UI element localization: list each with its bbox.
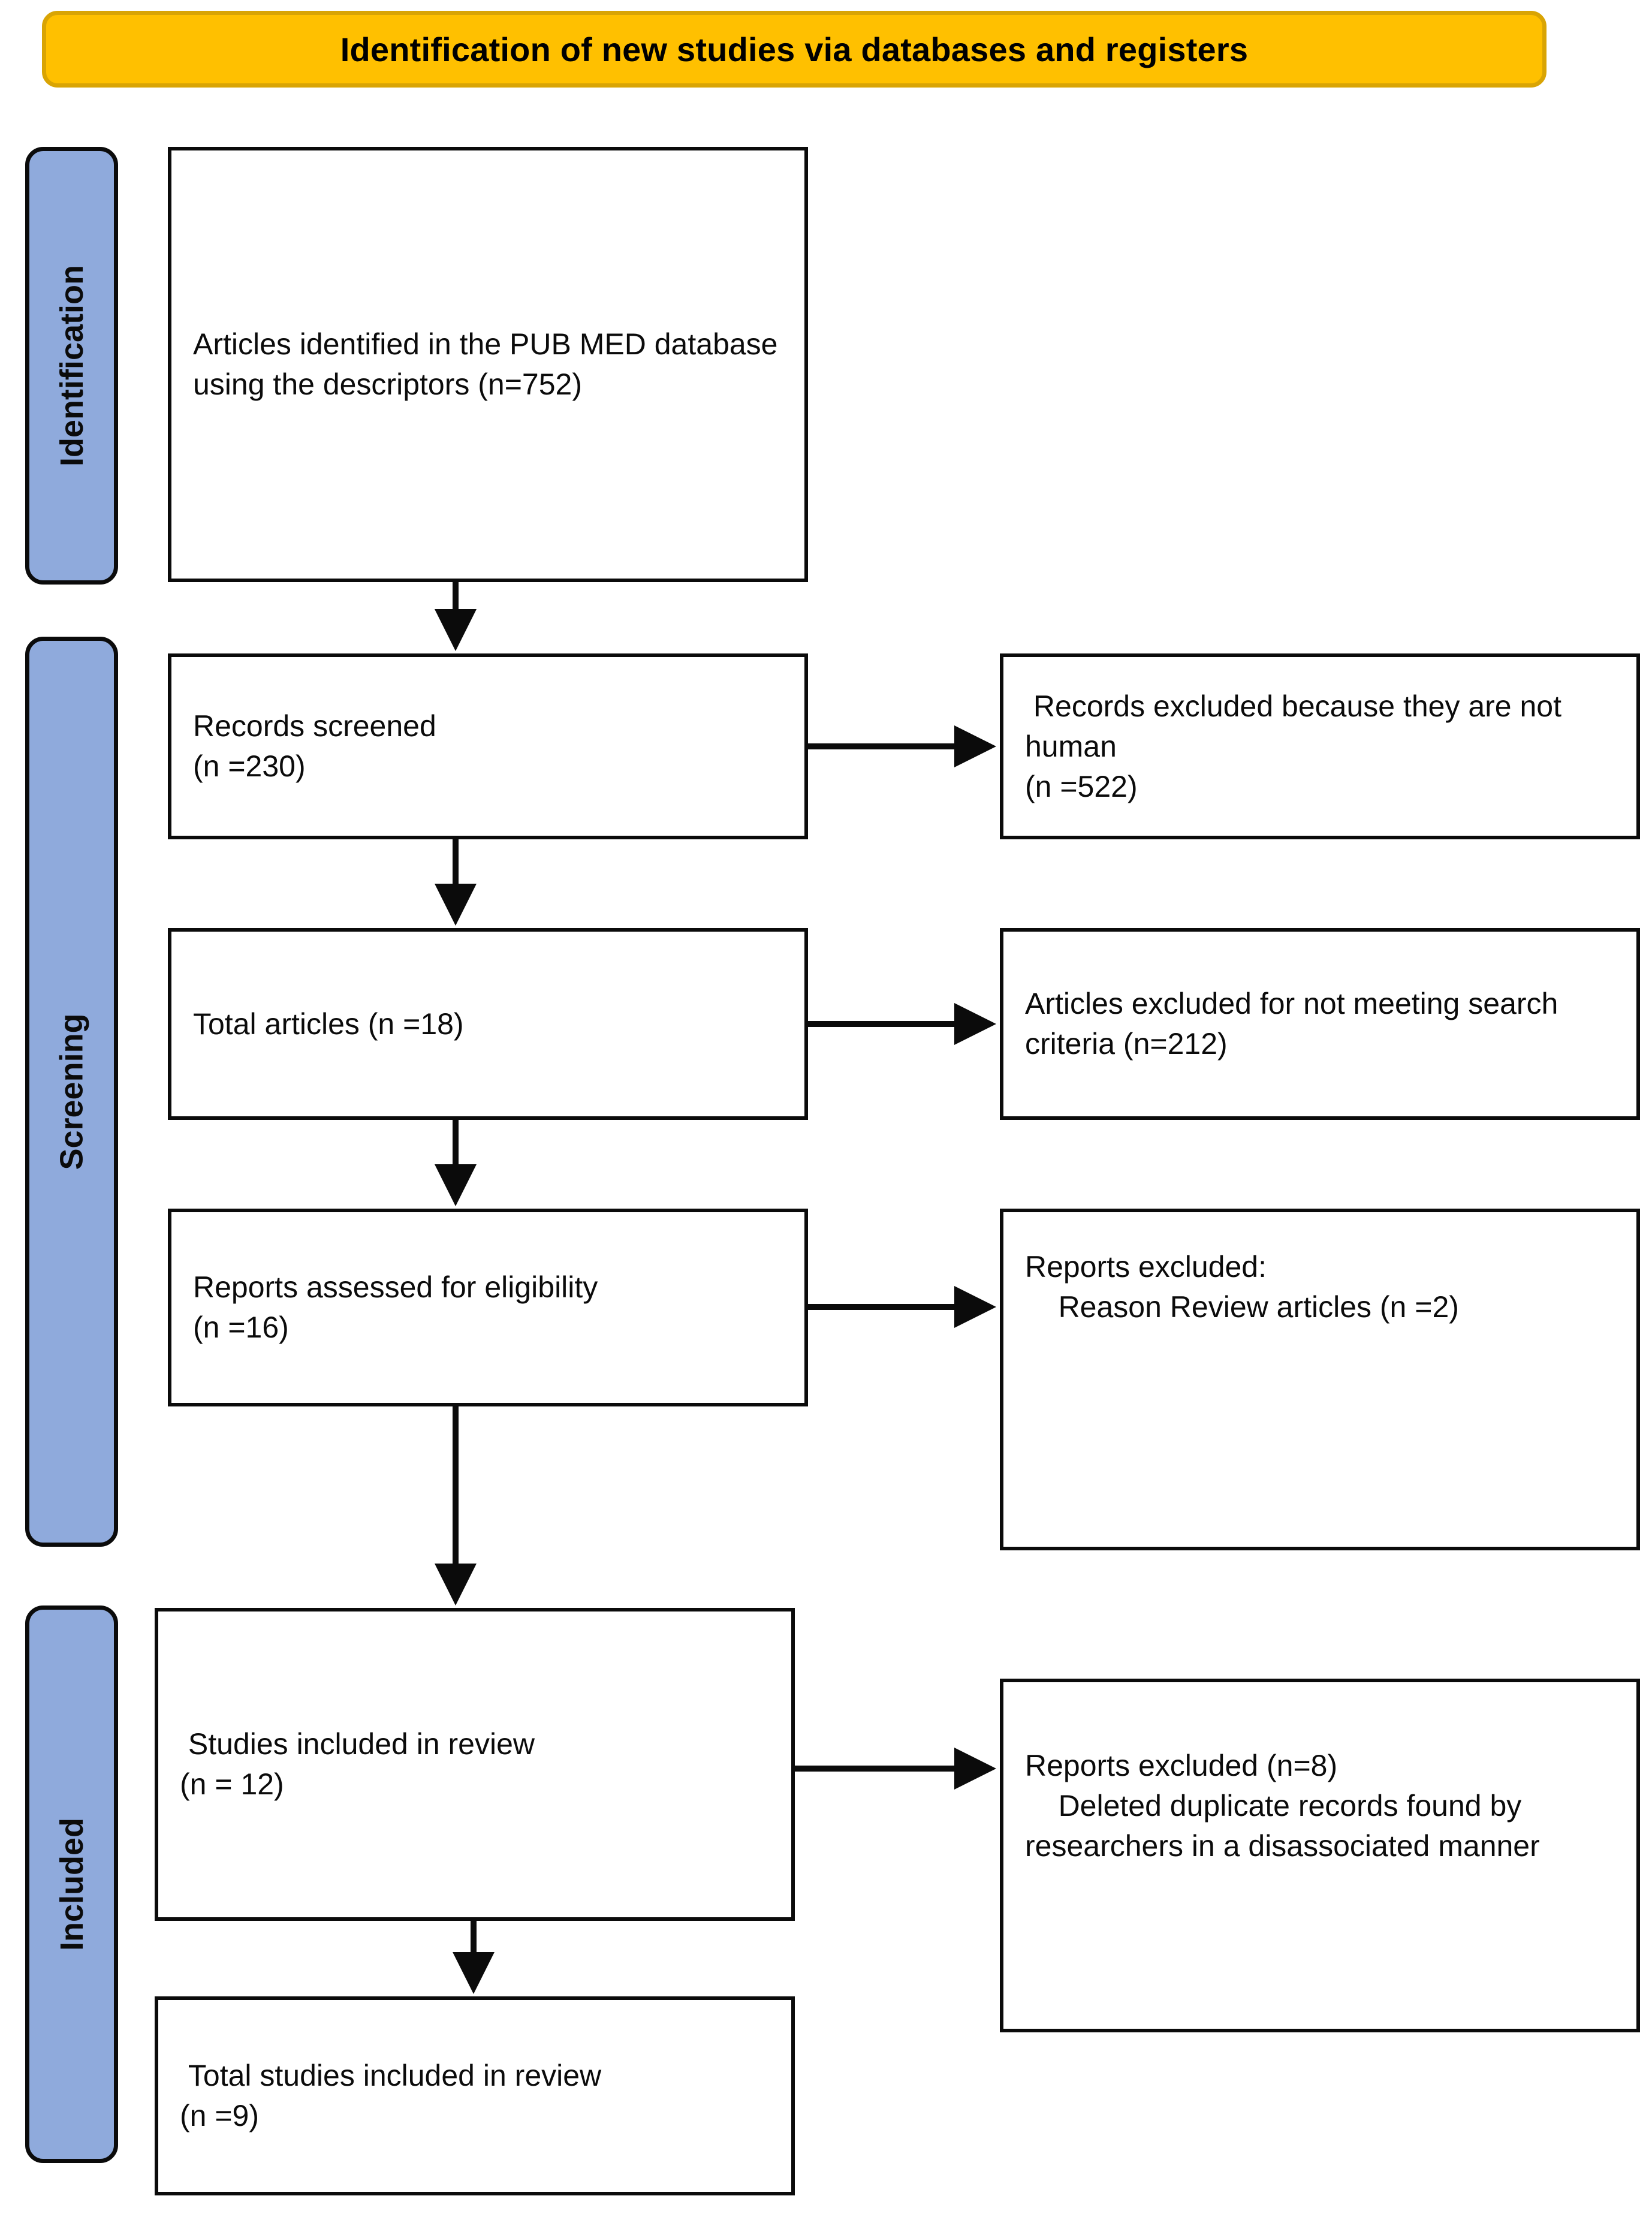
flow-box-text: Articles identified in the PUB MED datab… (193, 327, 786, 401)
flow-box-records-excluded-not-human: Records excluded because they are not hu… (1000, 653, 1640, 839)
stage-label-included: Included (53, 1817, 90, 1951)
flow-box-reports-assessed-eligibility: Reports assessed for eligibility (n =16) (168, 1209, 808, 1406)
flow-box-reports-excluded-review-articles: Reports excluded: Reason Review articles… (1000, 1209, 1640, 1550)
flow-box-text: Studies included in review (n = 12) (180, 1727, 535, 1801)
flow-box-text: Records excluded because they are not hu… (1025, 689, 1562, 803)
stage-label-identification: Identification (53, 265, 90, 466)
flow-box-reports-excluded-duplicates: Reports excluded (n=8) Deleted duplicate… (1000, 1679, 1640, 2032)
flow-box-total-studies-included: Total studies included in review (n =9) (155, 1996, 795, 2195)
flow-box-text: Reports excluded (n=8) Deleted duplicate… (1025, 1749, 1540, 1863)
stage-bar-identification: Identification (25, 147, 118, 585)
flow-box-articles-identified: Articles identified in the PUB MED datab… (168, 147, 808, 582)
stage-label-screening: Screening (53, 1013, 90, 1170)
flow-box-text: Reports excluded: Reason Review articles… (1025, 1250, 1459, 1324)
stage-bar-included: Included (25, 1605, 118, 2163)
diagram-title-banner: Identification of new studies via databa… (42, 11, 1547, 88)
flow-box-text: Total articles (n =18) (193, 1007, 464, 1041)
page-title: Identification of new studies via databa… (340, 30, 1249, 68)
flow-box-articles-excluded-criteria: Articles excluded for not meeting search… (1000, 928, 1640, 1120)
flow-box-text: Records screened (n =230) (193, 709, 436, 783)
stage-bar-screening: Screening (25, 637, 118, 1547)
flow-box-text: Articles excluded for not meeting search… (1025, 987, 1567, 1061)
flow-box-studies-included-review: Studies included in review (n = 12) (155, 1608, 795, 1921)
flow-box-text: Reports assessed for eligibility (n =16) (193, 1270, 598, 1344)
flow-box-records-screened: Records screened (n =230) (168, 653, 808, 839)
flow-box-text: Total studies included in review (n =9) (180, 2059, 602, 2132)
flow-box-total-articles: Total articles (n =18) (168, 928, 808, 1120)
